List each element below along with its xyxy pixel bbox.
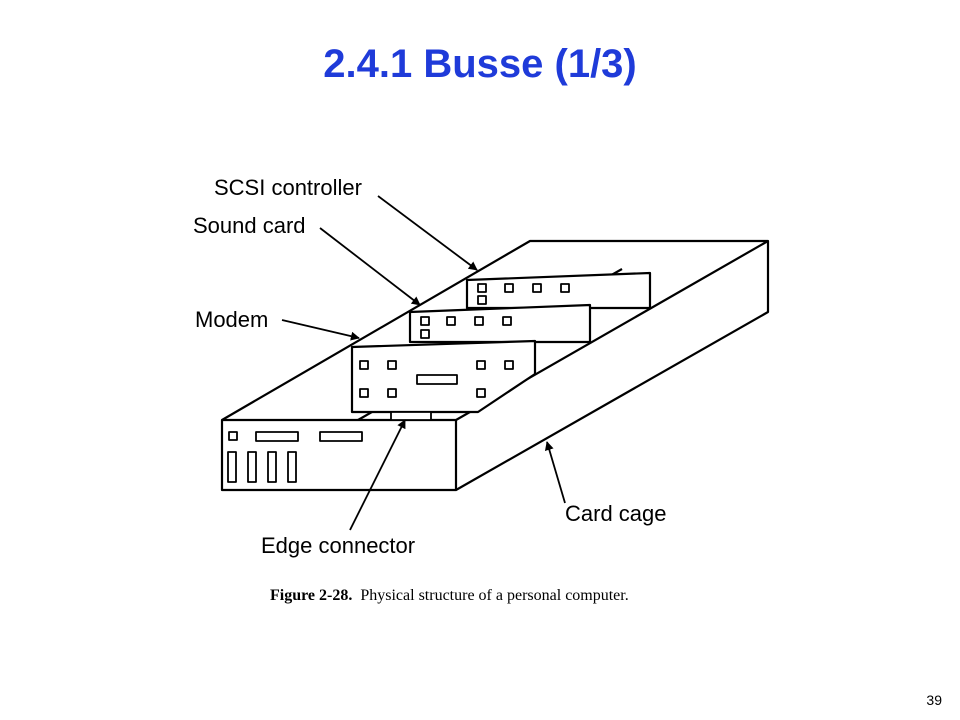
- label-scsi-controller: SCSI controller: [214, 175, 362, 200]
- label-sound-card: Sound card: [193, 213, 306, 238]
- label-modem: Modem: [195, 307, 268, 332]
- page-number: 39: [926, 692, 942, 708]
- figure-caption: Figure 2-28. Physical structure of a pers…: [270, 587, 629, 604]
- scsi-controller-card: [465, 271, 652, 310]
- slide-title: 2.4.1 Busse (1/3): [323, 42, 637, 86]
- label-edge-connector: Edge connector: [261, 533, 415, 558]
- modem-card: [350, 339, 537, 421]
- back-panel-connectors: [227, 431, 363, 483]
- label-card-cage: Card cage: [565, 501, 667, 526]
- figure-caption-text: Physical structure of a personal compute…: [360, 587, 628, 604]
- label-arrows: [281, 195, 566, 531]
- figure-caption-number: Figure 2-28.: [270, 587, 352, 604]
- sound-card: [408, 303, 592, 344]
- edge-connector: [390, 411, 432, 421]
